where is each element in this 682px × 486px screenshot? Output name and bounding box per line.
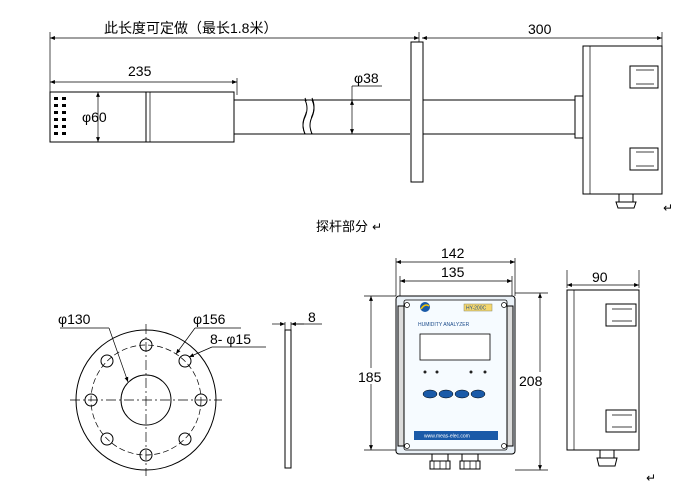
dim-235: 235	[50, 63, 237, 84]
dim-thickness-label: 8	[308, 309, 316, 325]
dim-phi60-label: φ60	[82, 109, 107, 125]
bolt-holes	[84, 338, 208, 462]
lcd-display	[419, 333, 491, 361]
dim-phi60: φ60	[82, 92, 107, 142]
model-tag: HY-200C	[466, 306, 486, 312]
button-2[interactable]	[438, 389, 454, 399]
panel-website: www.meas-elec.com	[424, 434, 470, 440]
button-3[interactable]	[454, 389, 470, 399]
dim-90-label: 90	[592, 269, 608, 285]
sensor-vent-holes	[54, 97, 66, 135]
dim-300-label: 300	[528, 21, 552, 37]
dim-phi156-label: φ156	[193, 311, 226, 327]
dim-142-label: 142	[441, 245, 465, 261]
dim-bolt-holes-label: 8- φ15	[210, 331, 251, 347]
insertion-length-label: 此长度可定做（最长1.8米）	[104, 20, 277, 36]
flange-edge-view	[272, 322, 322, 469]
probe-side-view	[49, 32, 663, 209]
dim-185-label: 185	[358, 369, 382, 385]
dim-235-label: 235	[128, 63, 152, 79]
dim-300: 300	[422, 21, 662, 40]
return-mark-1: ↵	[372, 220, 382, 234]
button-1[interactable]	[422, 389, 438, 399]
brand-logo	[420, 302, 430, 312]
panel-title: HUMIDITY ANALYZER	[418, 322, 470, 328]
return-mark-2: ↵	[663, 201, 673, 215]
keypad	[422, 389, 486, 399]
cable-glands	[429, 453, 481, 470]
dim-208-label: 208	[519, 373, 543, 389]
flange-face-view	[60, 324, 266, 476]
indicator-lamps	[423, 370, 487, 374]
button-4[interactable]	[470, 389, 486, 399]
probe-section-caption: 探杆部分	[316, 220, 368, 235]
dim-insertion-length: 此长度可定做（最长1.8米）	[50, 20, 419, 40]
dim-phi38-label: φ38	[354, 70, 379, 86]
dim-phi130-label: φ130	[58, 311, 91, 327]
dim-phi38: φ38	[350, 70, 382, 134]
dim-135-label: 135	[441, 264, 465, 280]
return-mark-3: ↵	[646, 471, 656, 485]
enclosure-front-view: HY-200C HUMIDITY ANALYZER www.meas-elec.…	[364, 258, 548, 471]
enclosure-side-view	[566, 270, 640, 467]
